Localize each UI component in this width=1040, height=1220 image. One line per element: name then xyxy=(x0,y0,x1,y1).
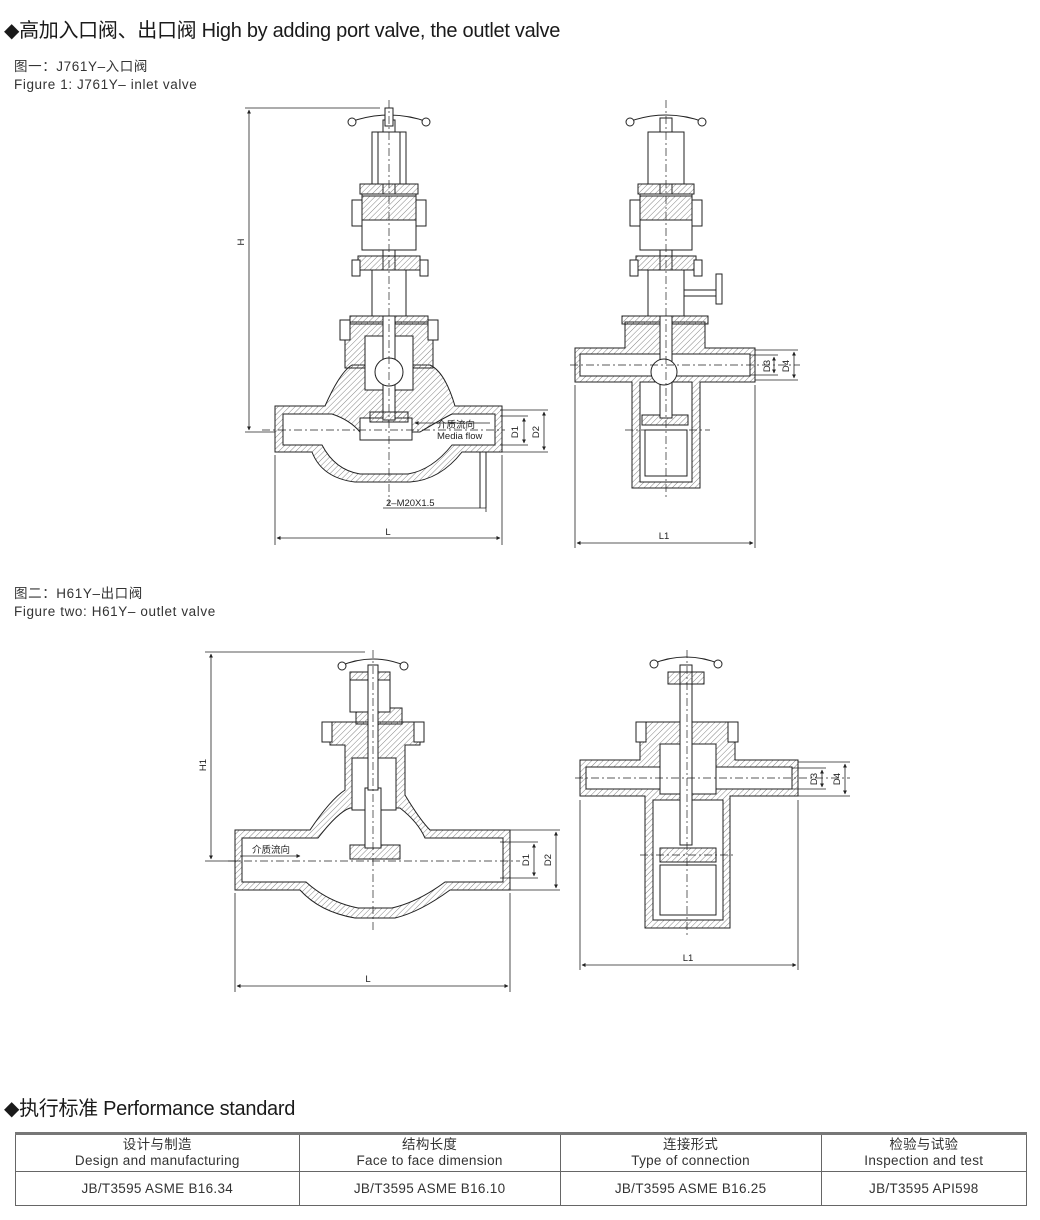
valve-drawings: H L D1 D2 介质流向 Media flow 2–M20X1.5 xyxy=(198,100,850,992)
dim-label-d1-fig2: D1 xyxy=(521,854,532,866)
dim-label-l1-fig2: L1 xyxy=(683,953,694,964)
figure1-front-dimensions xyxy=(245,107,548,545)
figure1-caption-cn: 图一：J761Y–入口阀 xyxy=(14,59,148,74)
figure2-side-dimensions xyxy=(579,761,850,970)
figure2-front-dimensions xyxy=(205,651,560,992)
value-face-to-face: JB/T3595 ASME B16.10 xyxy=(298,1171,561,1206)
dim-label-d2: D2 xyxy=(531,426,542,438)
value-design: JB/T3595 ASME B16.34 xyxy=(15,1171,300,1206)
dim-label-d3: D3 xyxy=(762,360,773,372)
value-connection: JB/T3595 ASME B16.25 xyxy=(559,1171,822,1206)
dim-label-d1: D1 xyxy=(510,426,521,438)
dim-label-d4-fig2: D4 xyxy=(832,773,843,785)
figure2-front-view xyxy=(228,650,520,930)
figure1-front-view xyxy=(262,100,505,508)
flow-label-cn: 介质流向 xyxy=(437,419,475,431)
dim-label-d2-fig2: D2 xyxy=(543,854,554,866)
figure2-caption-cn: 图二：H61Y–出口阀 xyxy=(14,586,143,601)
dim-label-d4: D4 xyxy=(781,360,792,372)
dim-label-l: L xyxy=(385,527,390,538)
dim-label-h1: H1 xyxy=(198,759,209,771)
value-inspection: JB/T3595 API598 xyxy=(820,1171,1028,1206)
figure1-side-view xyxy=(570,100,800,500)
flow-label-en: Media flow xyxy=(437,431,483,442)
thread-label: 2–M20X1.5 xyxy=(386,498,435,509)
dim-label-l1: L1 xyxy=(659,531,670,542)
figure1-caption-en: Figure 1: J761Y– inlet valve xyxy=(14,77,198,92)
dim-label-d3-fig2: D3 xyxy=(809,773,820,785)
dim-label-h: H xyxy=(236,238,247,245)
section-title-standards: ◆执行标准 Performance standard xyxy=(4,1098,296,1120)
section-title-valves: ◆高加入口阀、出口阀 High by adding port valve, th… xyxy=(4,20,561,42)
figure2-side-view xyxy=(575,650,850,935)
flow-label-cn-fig2: 介质流向 xyxy=(252,844,290,856)
standards-value-row: JB/T3595 ASME B16.34 JB/T3595 ASME B16.1… xyxy=(15,1171,1028,1206)
dim-label-l-fig2: L xyxy=(365,974,370,985)
figure2-caption-en: Figure two: H61Y– outlet valve xyxy=(14,604,216,619)
figure1-side-dimensions xyxy=(574,349,798,548)
